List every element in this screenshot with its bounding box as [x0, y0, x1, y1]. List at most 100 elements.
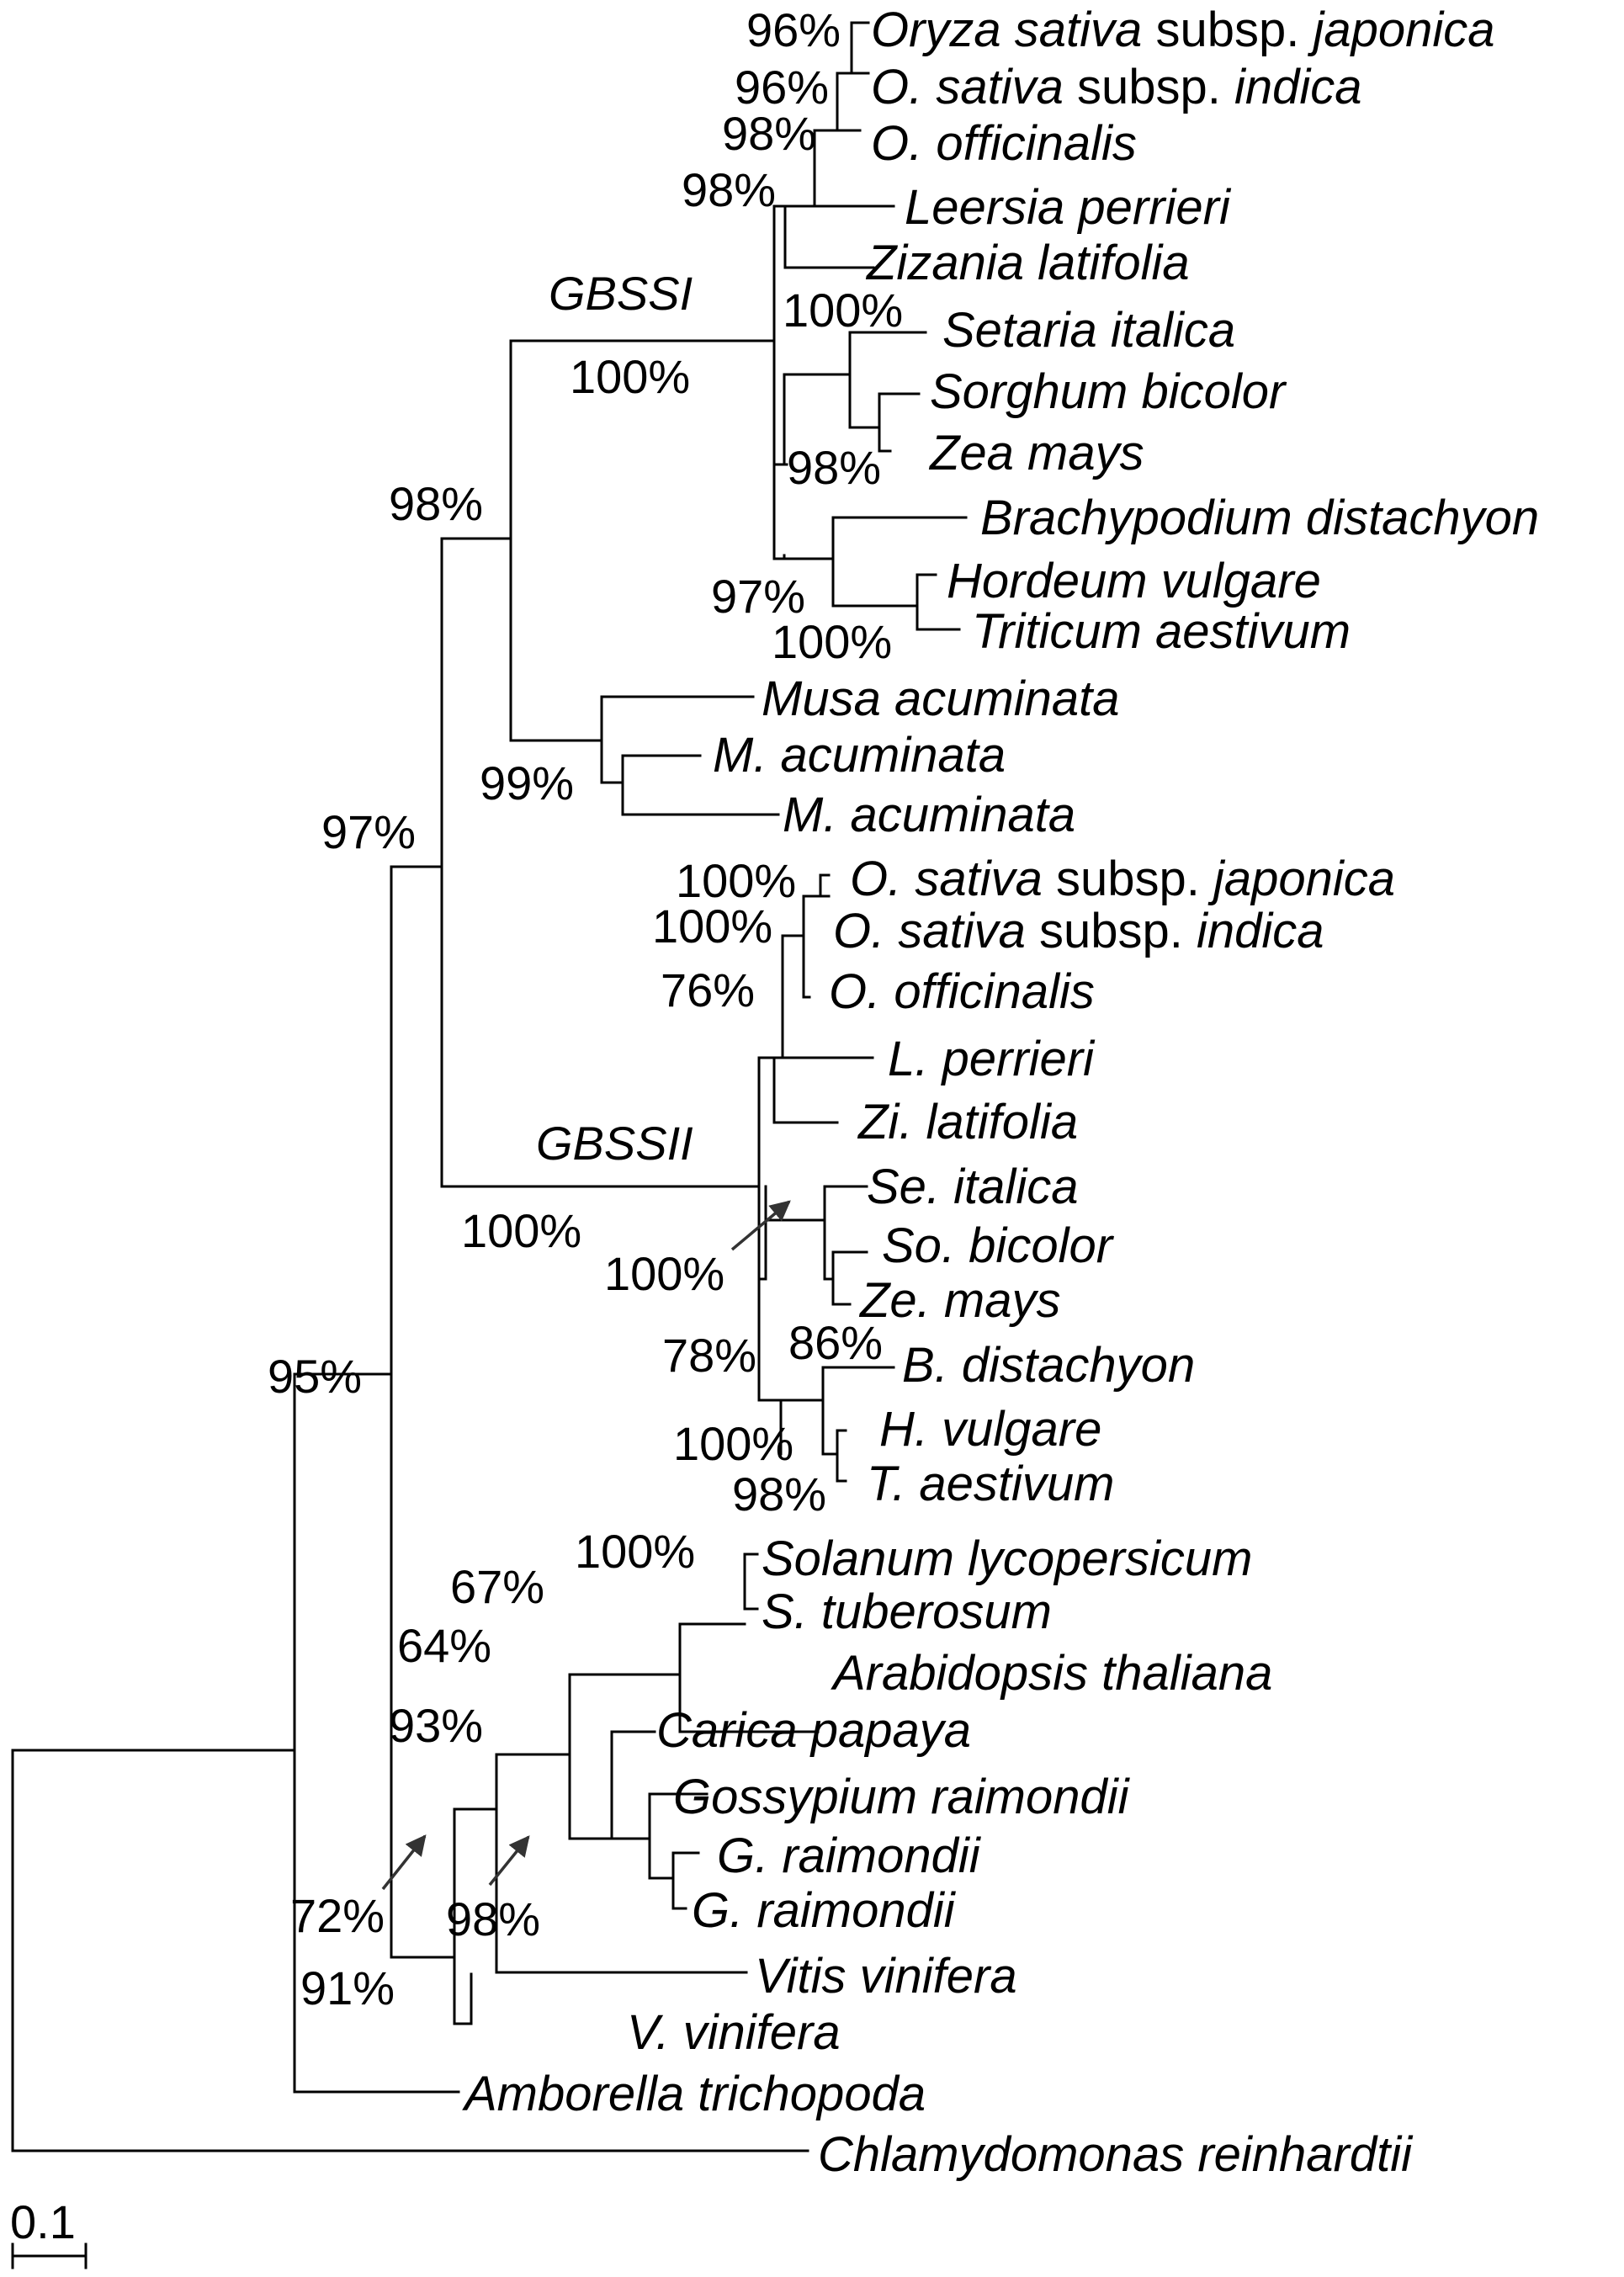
scale-bar-label: 0.1 [10, 2195, 76, 2248]
taxon-label-part: V. vinifera [627, 2005, 841, 2060]
taxon-label: V. vinifera [627, 2005, 841, 2060]
taxon-label-part: japonica [1307, 3, 1494, 57]
support-value: 98% [389, 477, 483, 530]
taxon-label-part: O. sativa [833, 904, 1026, 958]
taxon-label-part: O. officinalis [871, 116, 1137, 171]
taxon-label-part: B. distachyon [902, 1338, 1195, 1393]
taxon-label-part: O. officinalis [829, 964, 1095, 1019]
taxon-label: So. bicolor [882, 1218, 1115, 1273]
group-label-gbssi: GBSSI [549, 267, 693, 320]
taxon-label: Arabidopsis thaliana [831, 1646, 1272, 1701]
support-value: 76% [661, 963, 755, 1016]
taxon-label: Carica papaya [656, 1703, 971, 1758]
taxon-label-part: O. sativa [871, 60, 1064, 114]
taxon-label-part: subsp. [1026, 904, 1197, 958]
taxon-label-part: Oryza sativa [871, 3, 1142, 57]
taxon-label: M. acuminata [783, 788, 1075, 842]
taxon-label: Zi. latifolia [857, 1095, 1078, 1149]
taxon-label: O. sativa subsp. indica [871, 60, 1362, 114]
taxon-label-part: Sorghum bicolor [930, 364, 1287, 419]
taxon-label-part: Musa acuminata [762, 671, 1120, 726]
taxon-label: Leersia perrieri [905, 180, 1232, 235]
support-value: 67% [450, 1560, 544, 1613]
taxon-label-part: S. tuberosum [762, 1584, 1052, 1639]
taxon-label-part: Triticum aestivum [972, 604, 1351, 659]
taxon-label-part: Amborella trichopoda [462, 2067, 926, 2121]
taxon-label-part: M. acuminata [783, 788, 1075, 842]
taxon-label: O. sativa subsp. indica [833, 904, 1324, 958]
taxon-label: L. perrieri [888, 1032, 1096, 1086]
taxon-label: Setaria italica [942, 303, 1235, 358]
support-value: 98% [732, 1468, 826, 1521]
taxon-label: Zizania latifolia [865, 236, 1190, 290]
support-value: 100% [575, 1525, 695, 1578]
support-value: 100% [783, 284, 903, 337]
taxon-label-part: T. aestivum [867, 1457, 1114, 1511]
taxon-label: Zea mays [928, 426, 1144, 480]
taxon-label-part: indica [1197, 904, 1324, 958]
taxon-label-part: subsp. [1142, 3, 1313, 57]
taxon-label-part: G. raimondii [692, 1883, 957, 1938]
taxon-label: O. officinalis [829, 964, 1095, 1019]
taxon-label: Se. italica [867, 1160, 1078, 1214]
taxon-label: Musa acuminata [762, 671, 1120, 726]
scale-bar: 0.1 [10, 2195, 88, 2269]
taxon-label-part: O. sativa [850, 852, 1043, 906]
taxon-label: B. distachyon [902, 1338, 1195, 1393]
taxon-label-part: Zi. latifolia [857, 1095, 1078, 1149]
support-value: 97% [321, 805, 416, 858]
support-value: 98% [722, 107, 816, 160]
taxon-label: H. vulgare [879, 1402, 1101, 1457]
support-value: 64% [397, 1619, 491, 1672]
taxon-label: Sorghum bicolor [930, 364, 1287, 419]
taxon-label: Triticum aestivum [972, 604, 1351, 659]
taxon-label: Hordeum vulgare [947, 554, 1321, 608]
taxon-label-part: Ze. mays [858, 1273, 1061, 1328]
support-value: 100% [652, 900, 772, 953]
taxon-label: T. aestivum [867, 1457, 1114, 1511]
taxon-label-part: Setaria italica [942, 303, 1235, 358]
support-value: 93% [389, 1699, 483, 1752]
taxon-label-part: Solanum lycopersicum [762, 1531, 1252, 1586]
taxon-label: Oryza sativa subsp. japonica [871, 3, 1495, 57]
annotation-arrows [381, 1200, 791, 1891]
taxon-label: Ze. mays [858, 1273, 1061, 1328]
taxon-label: G. raimondii [692, 1883, 957, 1938]
taxon-label-part: subsp. [1043, 852, 1213, 906]
taxon-label-part: Zizania latifolia [865, 236, 1190, 290]
scale-bar-line [11, 2242, 88, 2269]
taxon-label-part: subsp. [1064, 60, 1234, 114]
taxon-label-part: M. acuminata [713, 728, 1006, 783]
taxon-label-part: Arabidopsis thaliana [831, 1646, 1272, 1701]
support-value: 96% [735, 61, 829, 114]
support-value: 95% [268, 1350, 362, 1403]
taxon-label-part: Zea mays [928, 426, 1144, 480]
support-value: 98% [446, 1892, 540, 1945]
taxon-label: Chlamydomonas reinhardtii [818, 2127, 1414, 2182]
support-value: 98% [787, 441, 881, 494]
taxon-label-part: japonica [1207, 852, 1395, 906]
taxon-label-part: Se. italica [867, 1160, 1078, 1214]
taxon-label-part: L. perrieri [888, 1032, 1096, 1086]
taxon-label: O. officinalis [871, 116, 1137, 171]
support-value: 86% [788, 1316, 883, 1369]
support-value: 97% [711, 570, 805, 623]
taxon-label-part: So. bicolor [882, 1218, 1115, 1273]
taxon-label-part: Brachypodium distachyon [980, 491, 1539, 545]
taxon-label: Gossypium raimondii [673, 1770, 1131, 1824]
taxon-label-part: Chlamydomonas reinhardtii [818, 2127, 1414, 2182]
support-value: 72% [290, 1889, 385, 1942]
taxon-label-part: H. vulgare [879, 1402, 1101, 1457]
support-value: 91% [300, 1961, 395, 2014]
taxon-label-part: Leersia perrieri [905, 180, 1232, 235]
support-value: 100% [772, 615, 892, 668]
taxon-label-part: Carica papaya [656, 1703, 971, 1758]
support-value: 78% [662, 1329, 756, 1382]
taxon-label: M. acuminata [713, 728, 1006, 783]
taxon-label-part: indica [1234, 60, 1362, 114]
support-value: 100% [673, 1417, 793, 1470]
taxon-label: Brachypodium distachyon [980, 491, 1539, 545]
support-value: 100% [570, 350, 690, 403]
